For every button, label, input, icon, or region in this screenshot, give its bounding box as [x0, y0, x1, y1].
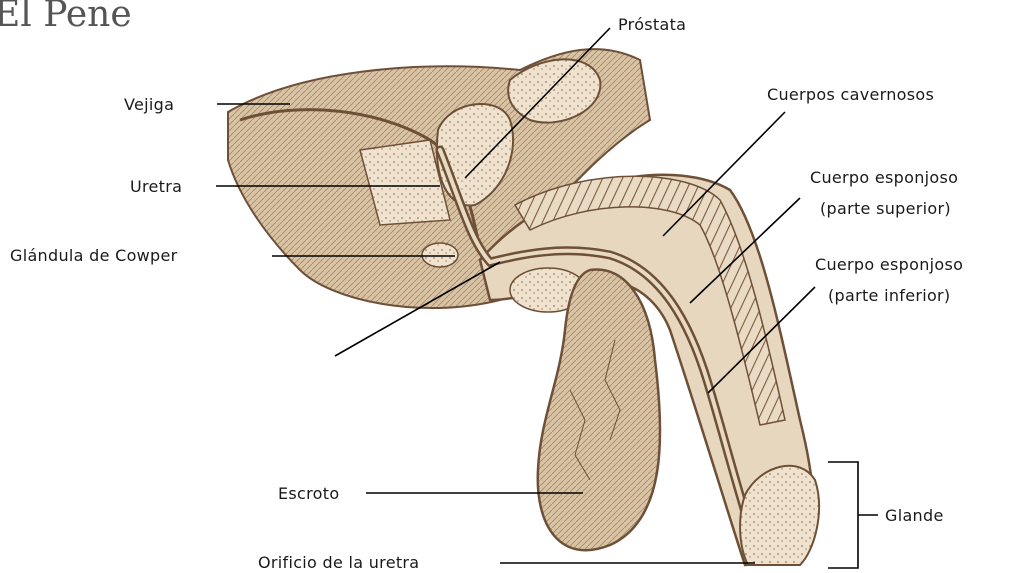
label-cuerpo-esponjoso-sup-2: (parte superior): [820, 199, 951, 218]
label-cuerpo-esponjoso-inf-2: (parte inferior): [828, 286, 950, 305]
label-escroto: Escroto: [278, 484, 339, 503]
cowper-gland-shape: [422, 243, 458, 267]
label-glandula-cowper: Glándula de Cowper: [10, 246, 178, 265]
page-title: El Pene: [0, 0, 132, 35]
label-uretra: Uretra: [130, 177, 182, 196]
label-prostata: Próstata: [618, 15, 686, 34]
label-cuerpo-esponjoso-sup-1: Cuerpo esponjoso: [810, 168, 958, 187]
label-cuerpo-esponjoso-inf-1: Cuerpo esponjoso: [815, 255, 963, 274]
label-vejiga: Vejiga: [124, 95, 174, 114]
glande-bracket: [828, 462, 878, 568]
label-cuerpos-cavernosos: Cuerpos cavernosos: [767, 85, 934, 104]
label-orificio-uretra: Orificio de la uretra: [258, 553, 419, 572]
label-glande: Glande: [885, 506, 944, 525]
